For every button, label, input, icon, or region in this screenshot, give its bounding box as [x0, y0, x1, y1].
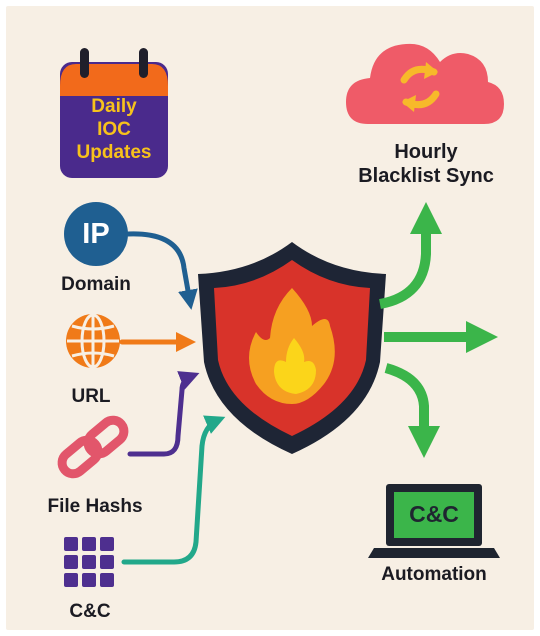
calendar-line-3: Updates — [76, 142, 152, 163]
chain-link-icon — [57, 415, 129, 479]
globe-icon — [66, 313, 120, 369]
arrow-file-hashes — [127, 371, 200, 457]
shield-firewall-icon — [198, 242, 386, 454]
laptop-icon — [368, 484, 500, 558]
arrow-cnc — [121, 415, 226, 565]
ip-icon — [64, 202, 128, 266]
diagram-graphics — [57, 43, 504, 587]
diagram-canvas: Daily IOC Updates Hourly Blacklist Sync … — [6, 6, 534, 630]
domain-label: Domain — [61, 274, 131, 295]
automation-label: Automation — [381, 564, 487, 585]
cloud-label-line-2: Blacklist Sync — [358, 165, 494, 187]
calendar-line-2: IOC — [97, 119, 131, 140]
arrow-ip — [125, 231, 198, 310]
laptop-screen-text: C&C — [409, 501, 459, 527]
cnc-label: C&C — [69, 601, 111, 622]
cloud-sync-icon — [346, 43, 504, 125]
cloud-label-line-1: Hourly — [394, 141, 458, 163]
calendar-icon — [60, 48, 168, 178]
arrow-to-cloud — [378, 201, 443, 309]
calendar-line-1: Daily — [91, 96, 137, 117]
ip-badge-text: IP — [82, 218, 110, 250]
file-hashes-label: File Hashs — [47, 496, 143, 517]
arrow-to-laptop — [384, 363, 441, 459]
url-label: URL — [71, 386, 111, 407]
grid-icon — [64, 537, 114, 587]
